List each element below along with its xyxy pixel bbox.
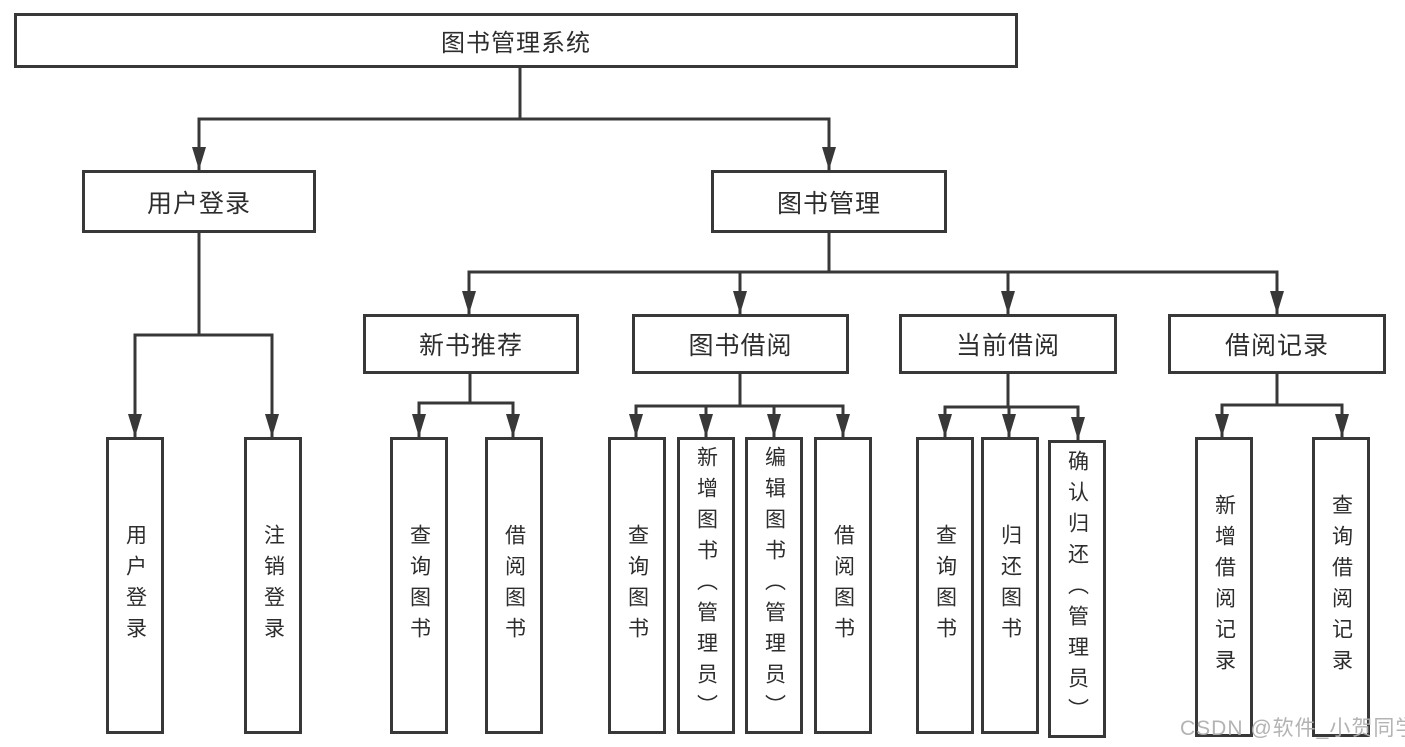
node-book-management: 图书管理 bbox=[711, 170, 947, 233]
node-current-borrowing-label: 当前借阅 bbox=[955, 332, 1060, 360]
leaf-logout: 注销登录 bbox=[244, 437, 302, 734]
leaf-edit-books-admin: 编辑图书（管理员） bbox=[745, 437, 803, 734]
leaf-add-books-admin: 新增图书（管理员） bbox=[677, 437, 735, 734]
node-new-book-recommendation-label: 新书推荐 bbox=[418, 332, 523, 360]
node-borrowing-records-label: 借阅记录 bbox=[1224, 332, 1329, 360]
connector-root-to-level2 bbox=[197, 68, 831, 170]
node-borrowing-records: 借阅记录 bbox=[1168, 314, 1386, 374]
leaf-edit-books-admin-label: 编辑图书（管理员） bbox=[762, 446, 786, 725]
connector-book-borrowing-to-leaves bbox=[634, 374, 845, 437]
leaf-borrow-books: 借阅图书 bbox=[814, 437, 872, 734]
node-root-label: 图书管理系统 bbox=[441, 30, 591, 57]
node-book-borrowing-label: 图书借阅 bbox=[688, 332, 793, 360]
leaf-query-books-recommend: 查询图书 bbox=[390, 437, 448, 734]
leaf-return-books: 归还图书 bbox=[981, 437, 1039, 734]
leaf-borrow-books-recommend: 借阅图书 bbox=[485, 437, 543, 734]
leaf-logout-label: 注销登录 bbox=[261, 523, 285, 648]
leaf-confirm-return-admin-label: 确认归还（管理员） bbox=[1065, 449, 1089, 729]
leaf-query-borrow-record: 查询借阅记录 bbox=[1312, 437, 1370, 737]
node-current-borrowing: 当前借阅 bbox=[899, 314, 1117, 374]
leaf-query-books-current: 查询图书 bbox=[916, 437, 974, 734]
node-new-book-recommendation: 新书推荐 bbox=[363, 314, 579, 374]
connector-current-borrowing-to-leaves bbox=[943, 374, 1080, 440]
node-book-borrowing: 图书借阅 bbox=[632, 314, 849, 374]
connector-user-login-to-leaves bbox=[133, 233, 274, 437]
csdn-watermark: CSDN @软件_小贺同学 bbox=[1180, 717, 1405, 740]
leaf-query-books-borrowing: 查询图书 bbox=[608, 437, 666, 734]
node-user-login: 用户登录 bbox=[82, 170, 316, 233]
leaf-query-books-borrowing-label: 查询图书 bbox=[625, 523, 649, 648]
node-user-login-label: 用户登录 bbox=[146, 189, 251, 218]
leaf-add-books-admin-label: 新增图书（管理员） bbox=[694, 446, 718, 725]
connector-new-book-to-leaves bbox=[417, 374, 515, 437]
connector-book-management-to-level3 bbox=[467, 233, 1279, 314]
leaf-add-borrow-record: 新增借阅记录 bbox=[1195, 437, 1253, 737]
node-root: 图书管理系统 bbox=[14, 13, 1018, 68]
leaf-query-borrow-record-label: 查询借阅记录 bbox=[1329, 494, 1353, 680]
leaf-user-login: 用户登录 bbox=[106, 437, 164, 734]
connector-borrowing-records-to-leaves bbox=[1220, 374, 1344, 437]
leaf-query-books-recommend-label: 查询图书 bbox=[407, 523, 431, 648]
node-book-management-label: 图书管理 bbox=[776, 189, 881, 218]
leaf-confirm-return-admin: 确认归还（管理员） bbox=[1048, 440, 1106, 738]
leaf-borrow-books-label: 借阅图书 bbox=[831, 523, 855, 648]
leaf-borrow-books-recommend-label: 借阅图书 bbox=[502, 523, 526, 648]
leaf-add-borrow-record-label: 新增借阅记录 bbox=[1212, 494, 1236, 680]
leaf-query-books-current-label: 查询图书 bbox=[933, 523, 957, 648]
leaf-return-books-label: 归还图书 bbox=[998, 523, 1022, 648]
leaf-user-login-label: 用户登录 bbox=[123, 523, 147, 648]
